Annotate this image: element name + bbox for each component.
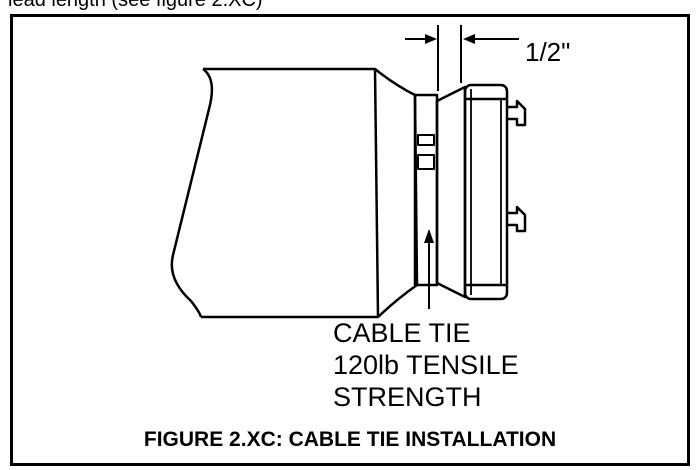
cable-tie-callout: CABLE TIE 120lb TENSILE STRENGTH	[333, 317, 519, 413]
cable-tie-diagram	[170, 25, 527, 319]
latch-top	[507, 99, 527, 127]
cable-break-edge	[170, 67, 214, 318]
callout-line-1: CABLE TIE	[333, 318, 471, 348]
figure-frame: 1/2" CABLE TIE 120lb TENSILE STRENGTH FI…	[10, 14, 690, 466]
cable-transition	[374, 68, 419, 318]
callout-leader-arrowhead	[424, 229, 434, 243]
connector-neck	[413, 93, 439, 287]
cable-tie-head	[417, 134, 435, 146]
connector-body	[463, 83, 509, 301]
callout-line-2: 120lb TENSILE	[333, 350, 519, 380]
latch-bottom	[507, 205, 527, 233]
cable-tie-strap	[417, 154, 435, 170]
dimension-arrow-left-head	[425, 34, 437, 44]
dimension-label: 1/2"	[525, 37, 571, 67]
dimension-arrow-right-head	[463, 34, 475, 44]
figure-caption: FIGURE 2.XC: CABLE TIE INSTALLATION	[143, 428, 557, 451]
coupling-ring	[435, 85, 467, 299]
cable-body	[201, 67, 380, 319]
page-text-fragment: lead length (see figure 2.XC)	[8, 0, 263, 11]
callout-line-3: STRENGTH	[333, 382, 482, 412]
